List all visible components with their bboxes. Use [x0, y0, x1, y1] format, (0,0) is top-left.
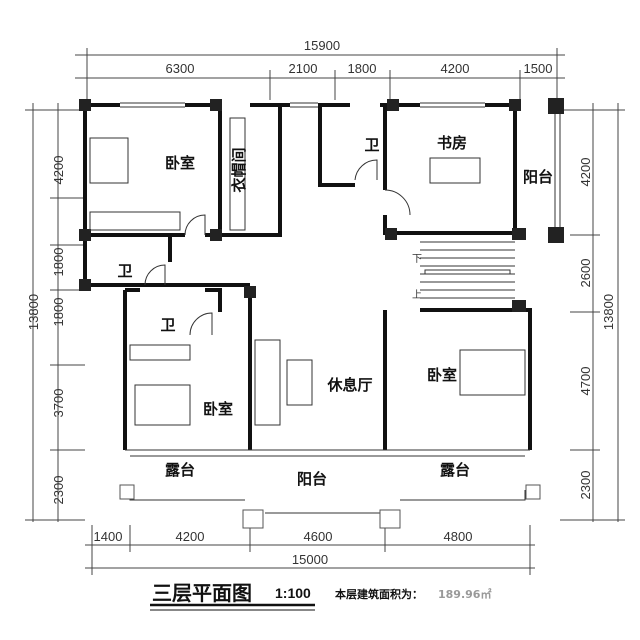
- dim-bottom-total: 15000: [292, 552, 328, 567]
- dim-left-total: 13800: [26, 294, 41, 330]
- room-bedroom-sw: 卧室: [203, 400, 233, 418]
- wardrobe-icon: [89, 211, 181, 231]
- dim-left-1: 4200: [51, 156, 66, 185]
- room-bath-3: 卫: [364, 136, 379, 154]
- walls: [80, 102, 561, 514]
- bed-icon: [134, 384, 191, 426]
- dim-bottom-4: 4800: [444, 529, 473, 544]
- dim-right-1: 4200: [578, 158, 593, 187]
- room-lounge: 休息厅: [326, 376, 372, 394]
- dim-bottom-1: 1400: [94, 529, 123, 544]
- bottom-dimensions: 1400 4200 4600 4800 15000: [85, 525, 535, 575]
- dim-top-4: 4200: [441, 61, 470, 76]
- coffee-table-icon: [286, 359, 313, 406]
- top-dimensions: 15900 6300 2100 1800 4200 1500: [75, 38, 565, 100]
- dim-top-5: 1500: [524, 61, 553, 76]
- columns: [79, 98, 564, 529]
- room-terrace-right: 露台: [440, 461, 470, 479]
- dim-top-1: 6300: [166, 61, 195, 76]
- dim-right-3: 4700: [578, 367, 593, 396]
- room-closet: 衣帽间: [230, 147, 248, 192]
- wardrobe-icon: [229, 117, 246, 231]
- bed-icon: [89, 137, 129, 184]
- desk-icon: [429, 157, 481, 184]
- stair-down-label: 下: [412, 254, 422, 265]
- stair-up-label: 上: [412, 289, 422, 301]
- room-study: 书房: [437, 134, 467, 152]
- room-south-balcony: 阳台: [297, 470, 327, 488]
- right-dimensions: 13800 4200 2600 4700 2300: [560, 103, 625, 522]
- room-master-bedroom: 卧室: [165, 154, 195, 172]
- wardrobe-icon: [129, 344, 191, 361]
- area-value: 189.96㎡: [438, 587, 491, 601]
- sofa-icon: [254, 339, 281, 426]
- furniture: [89, 117, 526, 426]
- plan-scale: 1:100: [275, 585, 311, 601]
- room-bedroom-se: 卧室: [427, 366, 457, 384]
- dim-bottom-3: 4600: [304, 529, 333, 544]
- left-dimensions: 13800 4200 1800 1800 3700 2300: [25, 103, 85, 522]
- dim-top-3: 1800: [348, 61, 377, 76]
- room-east-balcony: 阳台: [523, 168, 553, 186]
- room-bath-2: 卫: [160, 316, 175, 334]
- dim-left-2: 1800: [51, 248, 66, 277]
- room-bath-1: 卫: [117, 262, 132, 280]
- dim-top-2: 2100: [289, 61, 318, 76]
- drawing-title: 三层平面图 1:100 本层建筑面积为： 189.96㎡: [150, 581, 491, 611]
- bed-icon: [459, 349, 526, 396]
- dim-right-total: 13800: [601, 294, 616, 330]
- room-labels: 卧室 衣帽间 卫 卫 卫 书房 阳台 卧室 卧室 休息厅 露台 露台 阳台 下 …: [117, 134, 553, 488]
- area-label: 本层建筑面积为：: [335, 587, 423, 601]
- room-terrace-left: 露台: [165, 461, 195, 479]
- dim-bottom-2: 4200: [176, 529, 205, 544]
- dim-left-4: 3700: [51, 389, 66, 418]
- plan-title: 三层平面图: [152, 581, 252, 605]
- dim-left-5: 2300: [51, 476, 66, 505]
- dim-top-total: 15900: [304, 38, 340, 53]
- dim-right-4: 2300: [578, 471, 593, 500]
- dim-right-2: 2600: [578, 259, 593, 288]
- dim-left-3: 1800: [51, 298, 66, 327]
